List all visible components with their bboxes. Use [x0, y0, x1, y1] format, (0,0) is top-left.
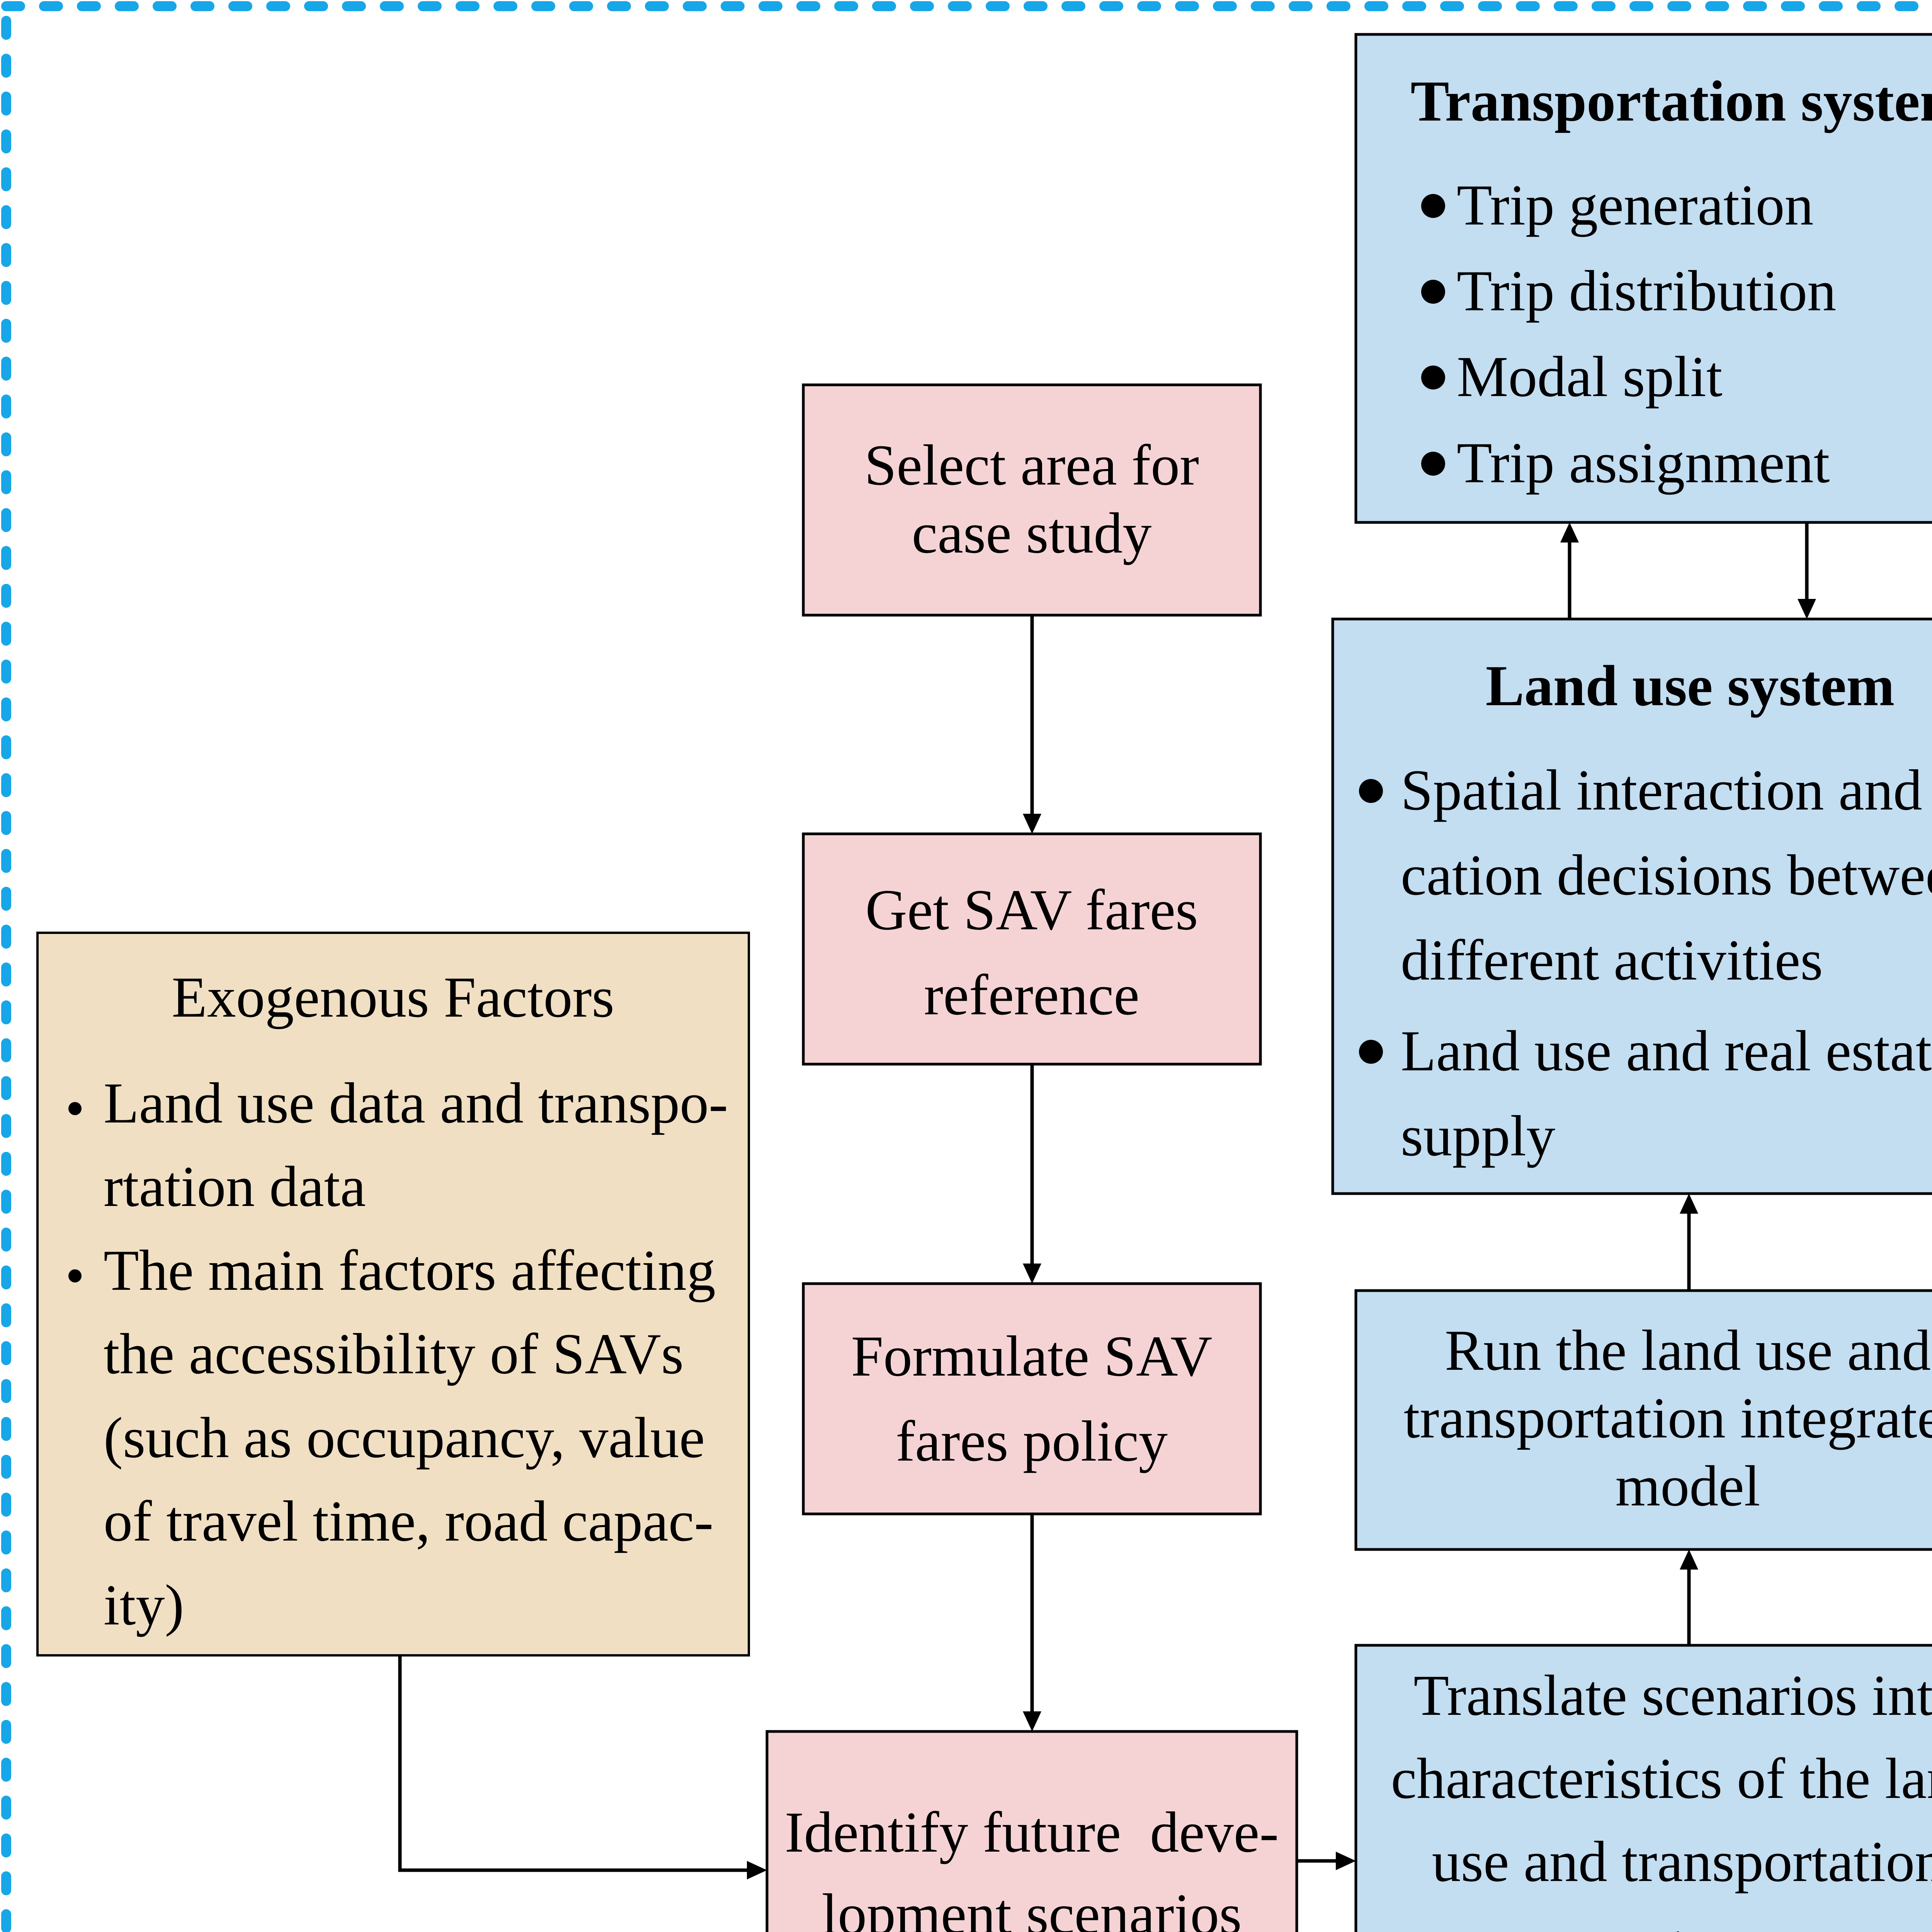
svg-text:case study: case study — [912, 501, 1152, 565]
svg-text:Spatial interaction and lo-: Spatial interaction and lo- — [1401, 758, 1932, 822]
svg-text:The main factors affecting: The main factors affecting — [104, 1238, 716, 1303]
svg-text:Formulate SAV: Formulate SAV — [851, 1324, 1213, 1388]
svg-text:(such as occupancy, value: (such as occupancy, value — [104, 1406, 705, 1470]
svg-text:reference: reference — [924, 963, 1139, 1027]
svg-text:Exogenous Factors: Exogenous Factors — [172, 965, 614, 1029]
svg-text:rtation data: rtation data — [104, 1155, 366, 1219]
svg-text:Land use system: Land use system — [1486, 654, 1895, 718]
svg-text:cation decisions between: cation decisions between — [1401, 843, 1932, 907]
svg-text:the accessibility of SAVs: the accessibility of SAVs — [104, 1322, 684, 1386]
svg-text:of travel time, road capac-: of travel time, road capac- — [104, 1489, 713, 1553]
svg-text:Trip distribution: Trip distribution — [1457, 259, 1836, 323]
svg-text:Identify future deve-: Identify future deve- — [785, 1800, 1279, 1864]
svg-text:Modal split: Modal split — [1457, 345, 1723, 409]
svg-text:different activities: different activities — [1401, 928, 1823, 992]
svg-text:systems: systems — [1596, 1913, 1779, 1932]
svg-text:Trip generation: Trip generation — [1457, 173, 1814, 237]
svg-text:use and transportation: use and transportation — [1432, 1830, 1932, 1894]
svg-text:ity): ity) — [104, 1573, 184, 1637]
svg-text:Run the land use and: Run the land use and — [1445, 1318, 1931, 1383]
svg-text:supply: supply — [1401, 1104, 1555, 1168]
svg-text:fares policy: fares policy — [896, 1409, 1168, 1473]
svg-text:Select area for: Select area for — [864, 433, 1199, 497]
svg-text:characteristics of the land: characteristics of the land — [1391, 1747, 1932, 1811]
svg-text:Land use data and transpo-: Land use data and transpo- — [104, 1071, 728, 1135]
svg-text:model: model — [1616, 1454, 1760, 1518]
svg-text:Translate scenarios into: Translate scenarios into — [1413, 1663, 1932, 1728]
svg-text:transportation integrated: transportation integrated — [1404, 1386, 1932, 1450]
svg-text:lopment scenarios: lopment scenarios — [821, 1882, 1242, 1932]
svg-text:Trip assignment: Trip assignment — [1457, 431, 1830, 495]
svg-text:Transportation system: Transportation system — [1410, 69, 1932, 133]
svg-text:Land use and real estate: Land use and real estate — [1401, 1019, 1932, 1083]
svg-text:Get SAV fares: Get SAV fares — [865, 878, 1198, 942]
